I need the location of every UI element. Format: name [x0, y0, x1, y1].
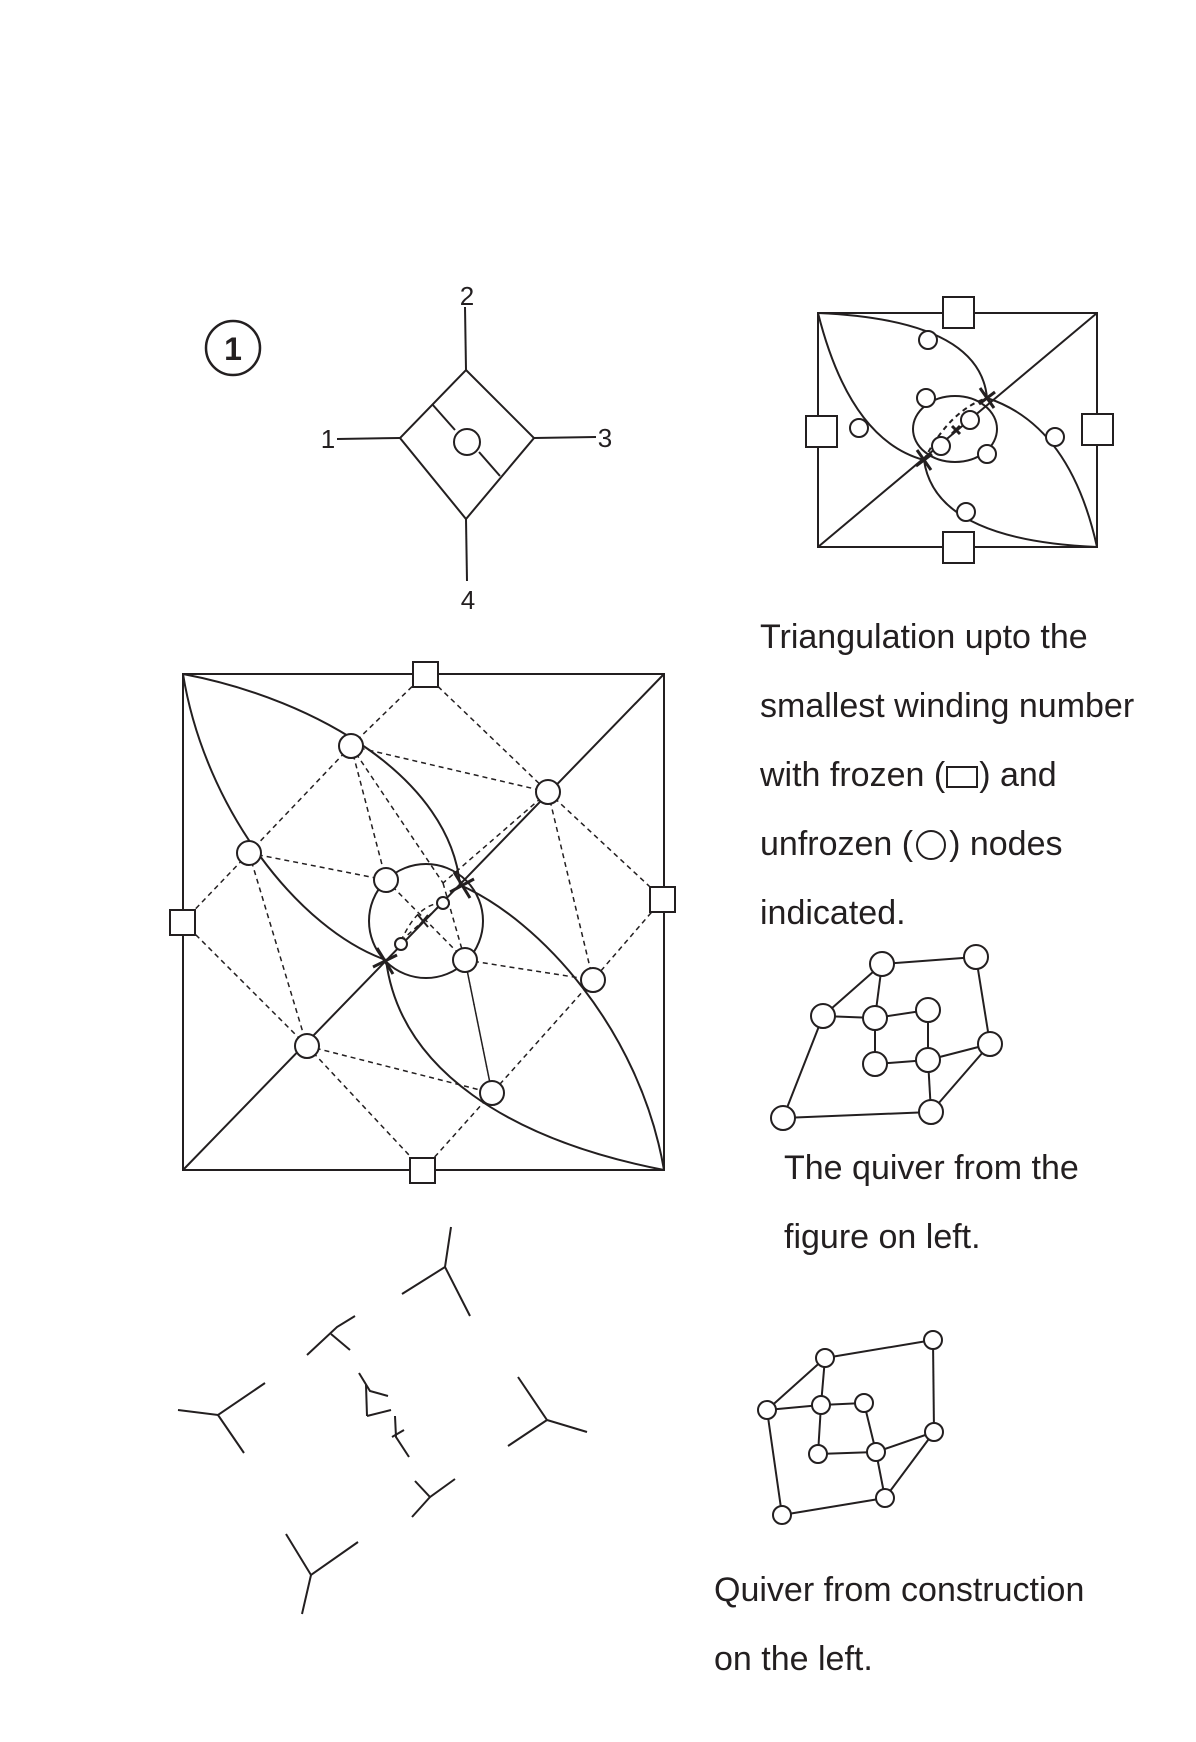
quiver-node	[862, 1051, 888, 1077]
construction-caption-line-2: on the left.	[714, 1640, 873, 1678]
panel-number-badge: 1	[204, 319, 262, 377]
triangulation-caption-line-5: indicated.	[760, 894, 906, 932]
large-arc-upper-left	[182, 673, 387, 961]
small-arc-upper	[817, 312, 988, 399]
quiver-node	[963, 944, 989, 970]
unfrozen-text-before: unfrozen (	[760, 825, 914, 863]
large-frozen-node-right	[649, 886, 676, 913]
quiver-node	[869, 951, 895, 977]
large-unfrozen-node	[394, 937, 408, 951]
quiver-caption-line-1: The quiver from the	[784, 1149, 1079, 1187]
quiver-node	[918, 1099, 944, 1125]
small-unfrozen-node	[931, 436, 951, 456]
large-unfrozen-node	[236, 840, 262, 866]
construction-quiver-node	[808, 1444, 828, 1464]
small-triangulation	[805, 296, 1114, 564]
construction-quiver-node	[757, 1400, 777, 1420]
small-frozen-node-right	[1081, 413, 1114, 446]
vertex-label-1: 1	[321, 424, 335, 454]
circle-outline-icon	[916, 830, 947, 860]
construction-quiver-node	[811, 1395, 831, 1415]
construction-quiver-node	[815, 1348, 835, 1368]
construction-caption: Quiver from construction on the left.	[714, 1556, 1084, 1694]
small-frozen-node-left	[805, 415, 838, 448]
rhombus-center-node	[453, 428, 481, 456]
large-frozen-node-bottom	[409, 1157, 436, 1184]
small-unfrozen-node	[977, 444, 997, 464]
quiver-node	[862, 1005, 888, 1031]
rhombus-element: 1 2 3 4	[321, 281, 612, 615]
triangulation-caption-line-3: with frozen ( ) and	[760, 741, 1134, 810]
construction-quiver-edges	[766, 1339, 935, 1516]
large-unfrozen-node	[338, 733, 364, 759]
small-arc-lower-right	[986, 397, 1098, 548]
construction-quiver-node	[772, 1505, 792, 1525]
quiver-from-construction	[757, 1330, 944, 1525]
unfrozen-text-after: ) nodes	[949, 825, 1063, 863]
vertex-label-2: 2	[460, 281, 474, 311]
triangulation-caption-line-4: unfrozen ( ) nodes	[760, 810, 1134, 879]
small-frozen-node-top	[942, 296, 975, 329]
rhombus-inner-line-a	[431, 403, 456, 431]
rhombus-edge-3	[533, 436, 597, 439]
quiver-node	[915, 997, 941, 1023]
quiver-edges	[782, 956, 991, 1119]
construction-caption-line-1: Quiver from construction	[714, 1571, 1085, 1609]
rhombus-inner-line-b	[478, 451, 501, 477]
large-frozen-node-top	[412, 661, 439, 688]
large-inner-loop	[368, 863, 484, 979]
small-arc-upper-left	[817, 312, 925, 461]
quiver-node	[810, 1003, 836, 1029]
small-unfrozen-node	[960, 410, 980, 430]
small-unfrozen-node	[916, 388, 936, 408]
large-unfrozen-node	[373, 867, 399, 893]
construction-quiver-node	[923, 1330, 943, 1350]
frozen-text-after: ) and	[979, 756, 1057, 794]
small-unfrozen-node	[918, 330, 938, 350]
small-inner-loop	[912, 395, 998, 463]
vertex-label-3: 3	[598, 423, 612, 453]
large-arc-upper	[182, 673, 461, 886]
triangulation-caption-line-1: Triangulation upto the	[760, 618, 1088, 656]
puncture-marks	[372, 871, 475, 975]
small-inner-arc	[923, 397, 988, 461]
construction-quiver-node	[866, 1442, 886, 1462]
quiver-node	[915, 1047, 941, 1073]
rhombus-edge-1	[336, 437, 401, 440]
large-unfrozen-node	[436, 896, 450, 910]
triangulation-caption-line-2: smallest winding number	[760, 687, 1135, 725]
quiver-from-figure	[770, 944, 1003, 1131]
construction-quiver-node	[924, 1422, 944, 1442]
large-arc-lower	[385, 959, 665, 1171]
large-unfrozen-node	[580, 967, 606, 993]
quiver-caption-line-2: figure on left.	[784, 1218, 981, 1256]
large-frozen-node-left	[169, 909, 196, 936]
quiver-node	[977, 1031, 1003, 1057]
rhombus-edge-4	[465, 518, 468, 582]
construction-fragments	[177, 1226, 588, 1615]
large-unfrozen-node	[479, 1080, 505, 1106]
large-arc-lower-right	[459, 884, 665, 1171]
dashed-quiver-edges	[182, 673, 664, 1171]
triangulation-caption: Triangulation upto the smallest winding …	[760, 603, 1134, 948]
small-frozen-node-bottom	[942, 531, 975, 564]
rhombus-edge-2	[464, 306, 467, 371]
frozen-text-before: with frozen (	[760, 756, 946, 794]
small-unfrozen-node	[849, 418, 869, 438]
large-unfrozen-node	[535, 779, 561, 805]
small-unfrozen-node	[956, 502, 976, 522]
large-triangulation	[169, 661, 676, 1184]
quiver-node	[770, 1105, 796, 1131]
small-arc-lower	[923, 459, 1098, 548]
large-unfrozen-node	[294, 1033, 320, 1059]
construction-quiver-node	[875, 1488, 895, 1508]
panel-number: 1	[224, 331, 242, 367]
quiver-caption: The quiver from the figure on left.	[784, 1134, 1079, 1272]
small-unfrozen-node	[1045, 427, 1065, 447]
construction-quiver-node	[854, 1393, 874, 1413]
square-outline-icon	[946, 766, 979, 788]
vertex-label-4: 4	[461, 585, 475, 615]
large-unfrozen-node	[452, 947, 478, 973]
